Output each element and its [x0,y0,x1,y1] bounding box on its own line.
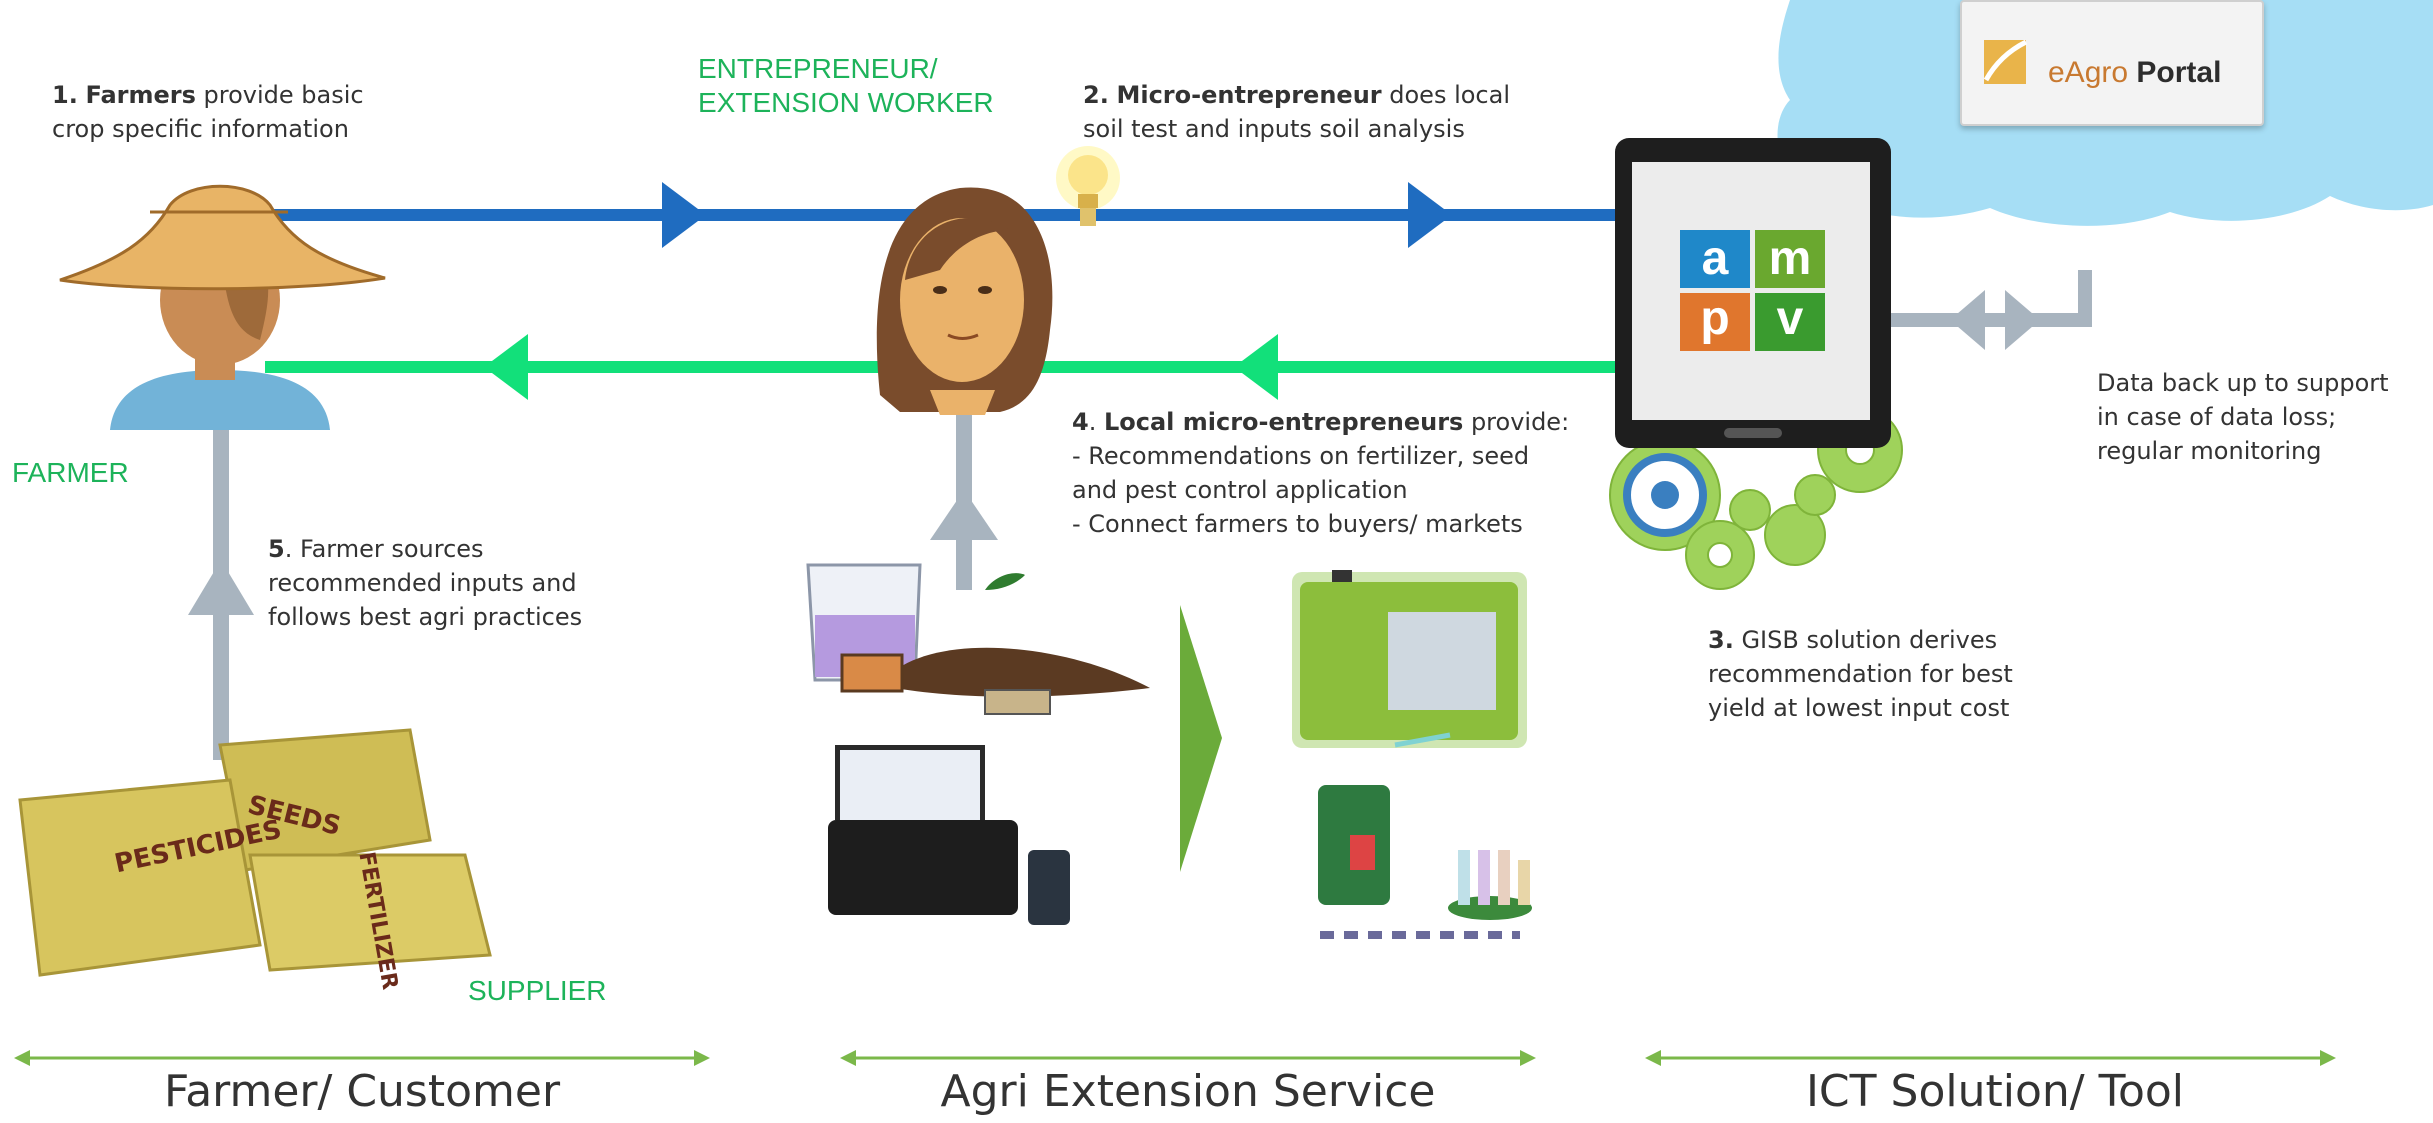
role-farmer: FARMER [12,457,129,488]
entrepreneur-figure [876,187,1053,415]
green-arrowhead-2 [1234,334,1278,400]
step-1-num: 1. [52,81,78,109]
role-supplier: SUPPLIER [468,975,607,1006]
backup-line1: Data back up to support [2097,369,2389,397]
role-entrepreneur-line1: ENTREPRENEUR/ [698,53,938,84]
tablet-letter-v: v [1776,292,1804,345]
backup-line2: in case of data loss; [2097,403,2337,431]
role-entrepreneur-line2: EXTENSION WORKER [698,87,994,118]
section-farmer-customer: Farmer/ Customer [163,1066,561,1117]
step-4-num: 4 [1072,408,1089,436]
backup-line3: regular monitoring [2097,437,2322,465]
backup-arrow-left [1950,290,1985,350]
step-1-text: 1. Farmers provide basic crop specific i… [52,78,364,146]
flow-triangle [1180,605,1222,872]
step-2-num: 2. [1083,81,1109,109]
entrepreneur-up-arrow [930,490,998,540]
step-4-sep: . [1088,408,1104,436]
portal-strong: Portal [2136,56,2222,89]
lightbulb-icon [1056,146,1120,226]
section-agri-extension: Agri Extension Service [940,1066,1436,1117]
step-3-num: 3. [1708,626,1734,654]
step-5-line3: follows best agri practices [268,603,583,631]
eagro-portal-badge [1960,0,2264,126]
test-kit-case-icon [828,745,1070,925]
step-4-line2: - Recommendations on fertilizer, seed [1072,442,1530,470]
step-4-text: 4. Local micro-entrepreneurs provide: - … [1072,405,1569,541]
section-ict-solution: ICT Solution/ Tool [1805,1066,2185,1117]
step-3-rest: GISB solution derives [1733,626,1998,654]
portal-label: eAgro Portal [2048,56,2221,90]
step-2-text: 2. Micro-entrepreneur does local soil te… [1083,78,1510,146]
handheld-device-icon [1292,570,1527,748]
step-2-rest: does local [1381,81,1510,109]
tablet-device [1615,138,1891,448]
farmer-up-arrow [188,560,254,615]
step-3-line3: yield at lowest input cost [1708,694,2010,722]
backup-arrow-right [2005,290,2040,350]
step-5-line2: recommended inputs and [268,569,577,597]
step-4-bold: Local micro-entrepreneurs [1103,408,1464,436]
blue-arrowhead-1 [662,182,706,248]
step-1-line2: crop specific information [52,115,349,143]
step-4-rest: provide: [1463,408,1570,436]
portal-logo-icon [1983,39,2028,84]
green-arrowhead-1 [484,334,528,400]
tablet-letter-a: a [1701,232,1729,285]
rapitest-kit-icon [1318,785,1532,939]
backup-note: Data back up to support in case of data … [2097,366,2389,468]
farmer-figure [59,184,386,430]
tablet-letter-p: p [1700,292,1730,345]
step-1-bold: Farmers [85,81,196,109]
step-5-rest: . Farmer sources [284,535,484,563]
step-3-text: 3. GISB solution derives recommendation … [1708,623,2013,725]
section-arrows [14,1050,2336,1066]
backup-connector [1850,270,2092,327]
step-5-text: 5. Farmer sources recommended inputs and… [268,532,582,634]
step-5-num: 5 [268,535,285,563]
step-2-bold: Micro-entrepreneur [1116,81,1382,109]
soil-lab-icon [806,563,1150,715]
step-3-line2: recommendation for best [1708,660,2013,688]
fertilizer-bags-icon [18,728,492,977]
tablet-letter-m: m [1768,232,1812,285]
blue-arrowhead-2 [1408,182,1452,248]
step-2-line2: soil test and inputs soil analysis [1083,115,1465,143]
step-1-rest: provide basic [195,81,364,109]
step-4-line3: and pest control application [1072,476,1408,504]
role-entrepreneur: ENTREPRENEUR/ EXTENSION WORKER [698,52,994,120]
step-4-line4: - Connect farmers to buyers/ markets [1072,510,1523,538]
portal-prefix: eAgro [2048,56,2137,89]
